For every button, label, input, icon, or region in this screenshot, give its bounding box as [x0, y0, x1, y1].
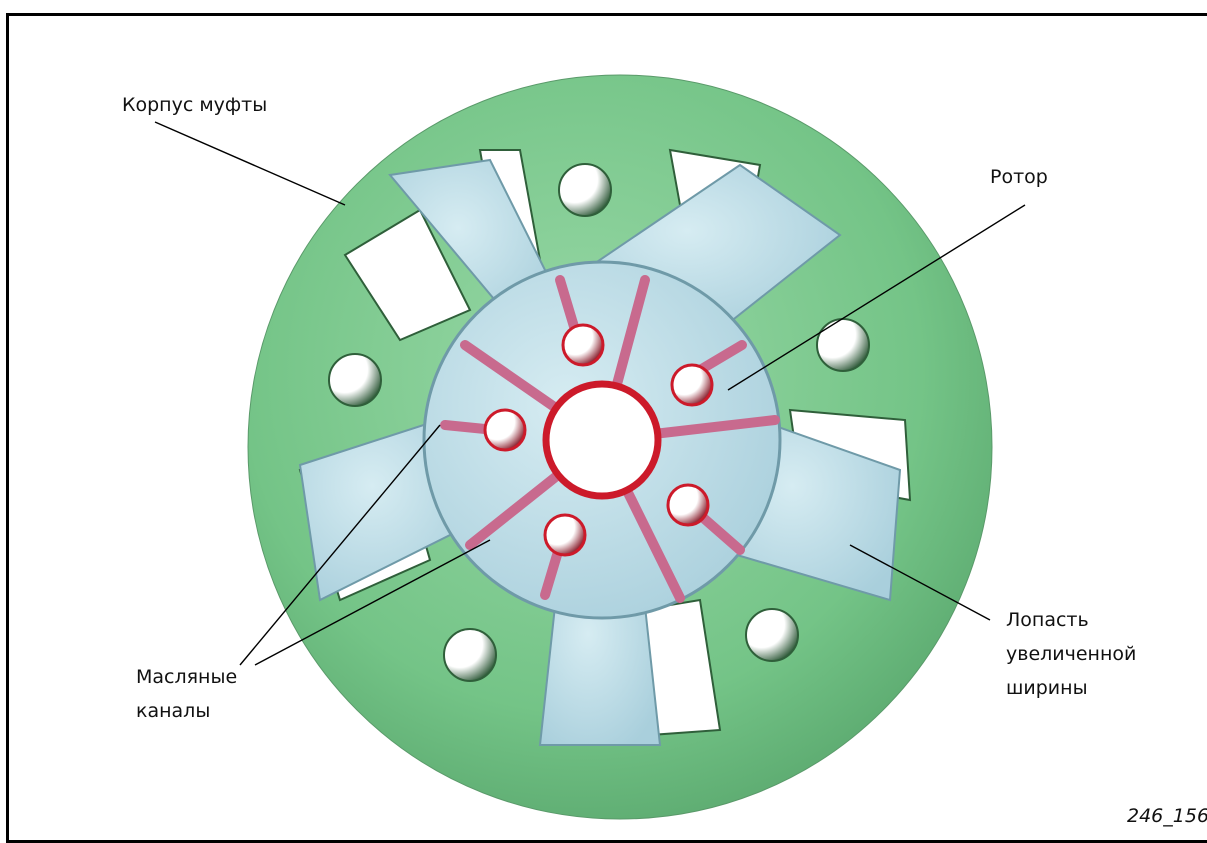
figure-number: 246_156	[1127, 805, 1207, 827]
rotor-oil-holes	[483, 323, 714, 557]
oil-hole	[561, 323, 605, 367]
oil-hole	[670, 363, 714, 407]
central-bore	[542, 380, 662, 500]
label-oil-line1: Масляные	[136, 666, 238, 688]
label-oil-line2: каналы	[136, 700, 211, 722]
label-vane-line2: увеличенной	[1006, 643, 1137, 665]
pocket-top-left	[343, 208, 472, 342]
leader-lines	[154, 121, 1026, 666]
label-housing: Корпус муфты	[122, 94, 268, 116]
bolt-hole	[328, 353, 382, 407]
bolt-hole	[558, 163, 612, 217]
leader-vane	[849, 544, 991, 621]
oil-hole	[543, 513, 587, 557]
label-vane-line1: Лопасть	[1006, 609, 1089, 631]
housing-bolt-holes	[328, 163, 870, 682]
oil-channel	[695, 510, 745, 555]
leader-oil-1	[239, 424, 441, 666]
leader-rotor	[727, 204, 1026, 391]
oil-hole	[666, 483, 710, 527]
label-vane-line3: ширины	[1006, 677, 1088, 699]
oil-hole	[483, 408, 527, 452]
label-vane: Лопасть увеличенной ширины	[1006, 603, 1136, 705]
bolt-hole	[745, 608, 799, 662]
bolt-hole	[443, 628, 497, 682]
label-oil-channels: Масляные каналы	[136, 660, 237, 728]
leader-housing	[154, 121, 346, 206]
leader-oil-2	[254, 539, 491, 666]
oil-channel	[695, 340, 747, 375]
label-rotor: Ротор	[990, 166, 1048, 188]
bolt-hole	[816, 318, 870, 372]
